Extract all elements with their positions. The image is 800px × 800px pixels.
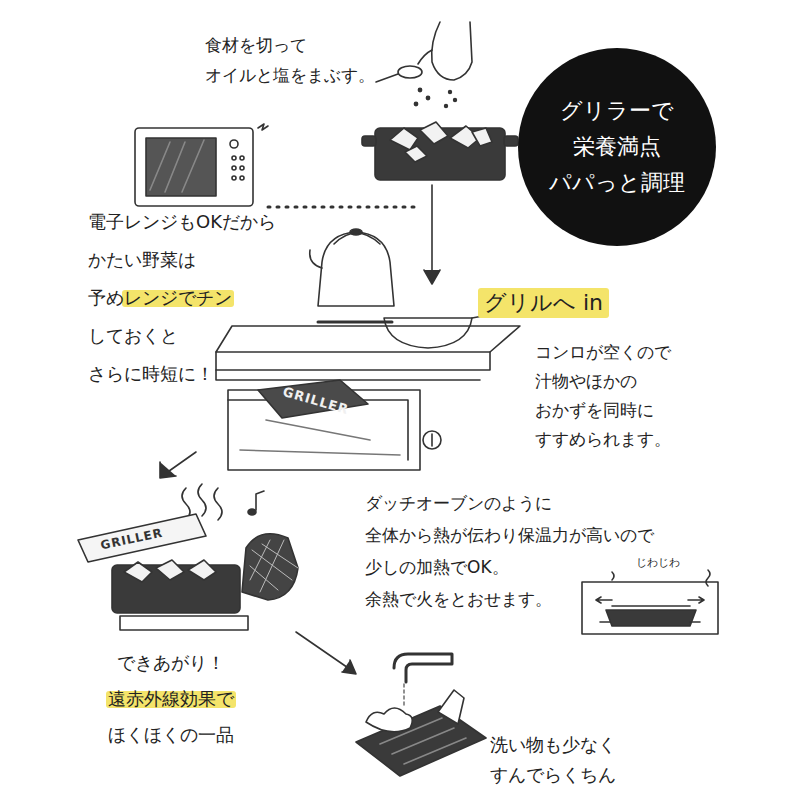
circle-fill [518,48,716,246]
note-text: 電子レンジもOKだから かたい野菜は 予めレンジでチン しておくと さらに時短に… [88,203,276,393]
note-text: 洗い物も少なく すんでらくちん [490,730,616,790]
note-text: ダッチオーブンのように 全体から熱が伝わり保温力が高いので 少しの加熱でOK。 … [365,487,654,615]
title-text: グリラーで 栄養満点 パパっと調理 [549,93,685,201]
note-text: グリルへ in [478,288,609,318]
note-text: コンロが空くので 汁物やほかの おかずを同時に すすめられます。 [535,338,671,454]
title-circle: グリラーで 栄養満点 パパっと調理 [517,47,717,247]
note-text: じわじわ [636,556,680,570]
note-text: 食材を切って オイルと塩をまぶす。 [205,30,375,90]
note-text: できあがり！ 遠赤外線効果で ほくほくの一品 [108,645,234,753]
